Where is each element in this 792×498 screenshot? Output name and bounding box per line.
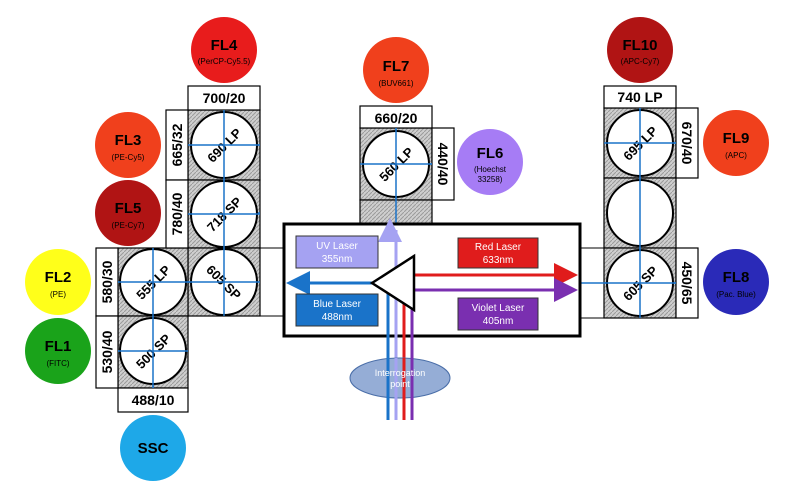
svg-text:UV Laser: UV Laser [316, 241, 358, 252]
filter-box-530-40 [95, 315, 119, 389]
svg-text:FL9: FL9 [723, 130, 750, 147]
svg-text:(PerCP-Cy5.5): (PerCP-Cy5.5) [198, 57, 251, 66]
detector-fl3: FL3 (PE-Cy5) [95, 112, 161, 178]
svg-text:FL8: FL8 [723, 269, 750, 286]
svg-text:Violet Laser: Violet Laser [472, 303, 525, 314]
filter-450-65: 450/65 [679, 262, 695, 305]
svg-text:(BUV661): (BUV661) [378, 79, 413, 88]
detector-fl5: FL5 (PE-Cy7) [95, 180, 161, 246]
filter-440-40: 440/40 [435, 143, 451, 186]
detector-fl6: FL6 (Hoechst 33258) [457, 129, 523, 195]
filter-665-32: 665/32 [169, 123, 185, 166]
svg-text:FL6: FL6 [477, 145, 504, 162]
svg-text:(APC-Cy7): (APC-Cy7) [621, 57, 660, 66]
filter-780-40: 780/40 [169, 192, 185, 235]
laser-red: Red Laser 633nm [457, 237, 539, 269]
filter-box-488-10 [117, 387, 189, 413]
svg-text:FL5: FL5 [115, 200, 142, 217]
filter-670-40: 670/40 [679, 122, 695, 165]
detector-fl7: FL7 (BUV661) [363, 37, 429, 103]
svg-text:FL2: FL2 [45, 269, 72, 286]
laser-uv: UV Laser 355nm [295, 235, 379, 269]
filter-530-40: 530/40 [99, 330, 115, 373]
svg-text:(PE): (PE) [50, 290, 66, 299]
detector-fl8: FL8 (Pac. Blue) [703, 249, 769, 315]
filter-660-20: 660/20 [375, 110, 418, 126]
svg-text:(Pac. Blue): (Pac. Blue) [716, 290, 756, 299]
svg-text:point: point [390, 379, 410, 389]
svg-text:(FITC): (FITC) [46, 359, 69, 368]
svg-text:(Hoechst: (Hoechst [474, 165, 507, 174]
svg-text:(APC): (APC) [725, 151, 747, 160]
prism [369, 253, 416, 313]
svg-text:Red Laser: Red Laser [475, 242, 522, 253]
svg-text:FL7: FL7 [383, 58, 410, 75]
detector-fl10: FL10 (APC-Cy7) [607, 17, 673, 83]
filter-580-30: 580/30 [99, 260, 115, 303]
svg-text:633nm: 633nm [483, 255, 514, 266]
laser-blue: Blue Laser 488nm [295, 293, 379, 327]
svg-text:Interrogation: Interrogation [375, 368, 426, 378]
svg-text:355nm: 355nm [322, 254, 353, 265]
filter-740lp: 740 LP [617, 89, 662, 105]
svg-text:(PE-Cy7): (PE-Cy7) [112, 221, 145, 230]
svg-text:SSC: SSC [138, 440, 169, 457]
detector-fl1: FL1 (FITC) [25, 318, 91, 384]
svg-text:FL4: FL4 [211, 37, 238, 54]
svg-text:33258): 33258) [478, 175, 503, 184]
laser-violet: Violet Laser 405nm [457, 297, 539, 331]
light-paths [118, 108, 676, 388]
svg-text:(PE-Cy5): (PE-Cy5) [112, 153, 145, 162]
detector-ssc: SSC [120, 415, 186, 481]
interrogation-point: Interrogation point [349, 357, 451, 420]
svg-text:405nm: 405nm [483, 316, 514, 327]
svg-text:FL3: FL3 [115, 132, 142, 149]
detector-fl2: FL2 (PE) [25, 249, 91, 315]
svg-text:FL10: FL10 [622, 37, 657, 54]
svg-text:Blue Laser: Blue Laser [313, 299, 361, 310]
detector-fl9: FL9 (APC) [703, 110, 769, 176]
svg-text:FL1: FL1 [45, 338, 72, 355]
filter-700-20: 700/20 [203, 90, 246, 106]
filter-box-700-20 [187, 85, 261, 111]
detector-fl4: FL4 (PerCP-Cy5.5) [191, 17, 257, 83]
svg-text:488nm: 488nm [322, 312, 353, 323]
filter-488-10: 488/10 [132, 392, 175, 408]
